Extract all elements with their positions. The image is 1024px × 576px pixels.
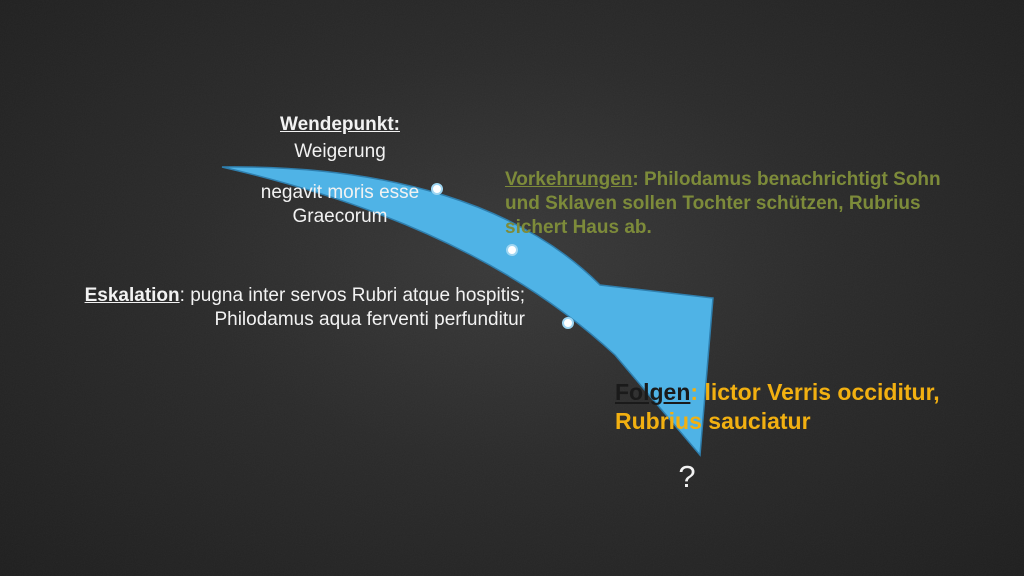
wendepunkt-heading-text: Wendepunkt: [280,114,400,135]
connector-dot [506,244,518,256]
wendepunkt-heading: Wendepunkt: [230,113,450,137]
question-mark: ? [678,459,696,494]
vorkehrungen-block: Vorkehrungen: Philodamus benachrichtigt … [505,168,945,239]
eskalation-label: Eskalation [84,285,180,306]
wendepunkt-line: Weigerung [294,141,386,162]
vorkehrungen-text: : Philodamus benachrichtigt Sohn und Skl… [505,169,941,238]
eskalation-block: Eskalation: pugna inter servos Rubri atq… [70,284,525,332]
connector-dot [431,183,443,195]
folgen-colon: : [690,379,699,405]
eskalation-text: : pugna inter servos Rubri atque hospiti… [179,285,525,330]
wendepunkt-latin: negavit moris esse Graecorum [260,182,420,227]
folgen-label: Folgen [615,379,691,405]
folgen-block: Folgen: lictor Verris occiditur, Rubrius… [615,378,995,436]
connector-dot [562,317,574,329]
folgen-text: lictor Verris occiditur, Rubrius sauciat… [615,379,940,434]
curved-arrow [221,166,714,457]
vorkehrungen-label: Vorkehrungen [505,169,633,190]
